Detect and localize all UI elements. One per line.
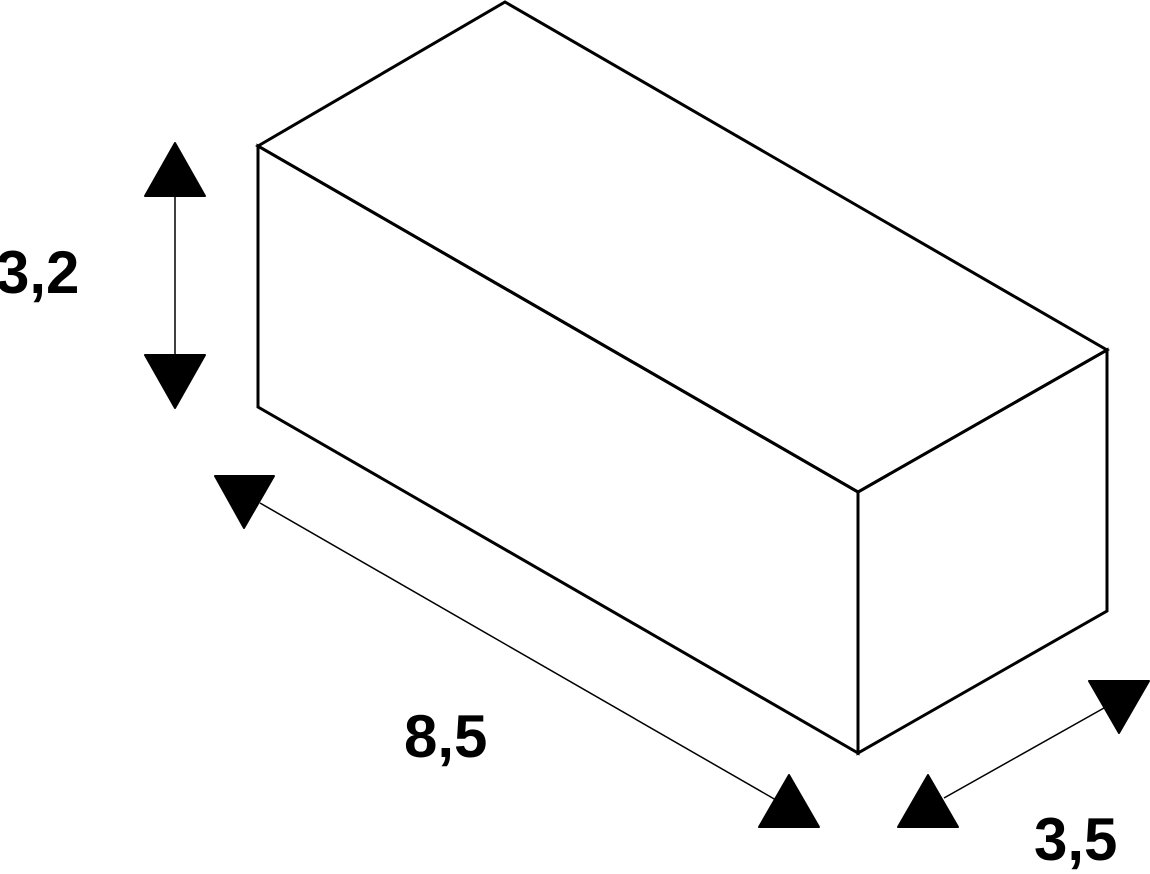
length-dimension-line	[259, 502, 777, 801]
length-dimension-label: 8,5	[404, 703, 488, 770]
arrow-down-left-icon	[214, 475, 275, 529]
box-top-face	[255, 0, 1111, 494]
box-outline	[255, 0, 1111, 756]
box-side-face	[856, 347, 1109, 756]
depth-dimension-line	[943, 707, 1105, 799]
length-dimension	[214, 475, 820, 828]
arrow-up-right-icon	[758, 774, 820, 828]
depth-dimension-label: 3,5	[1034, 806, 1118, 873]
height-dimension	[144, 142, 206, 409]
arrow-down-icon	[144, 354, 206, 409]
arrow-up-left-icon	[897, 774, 959, 828]
arrow-up-icon	[144, 142, 206, 197]
box-front-face	[256, 143, 860, 756]
arrow-down-right-icon	[1088, 680, 1150, 734]
depth-dimension	[897, 680, 1150, 828]
height-dimension-label: 3,2	[0, 239, 80, 306]
